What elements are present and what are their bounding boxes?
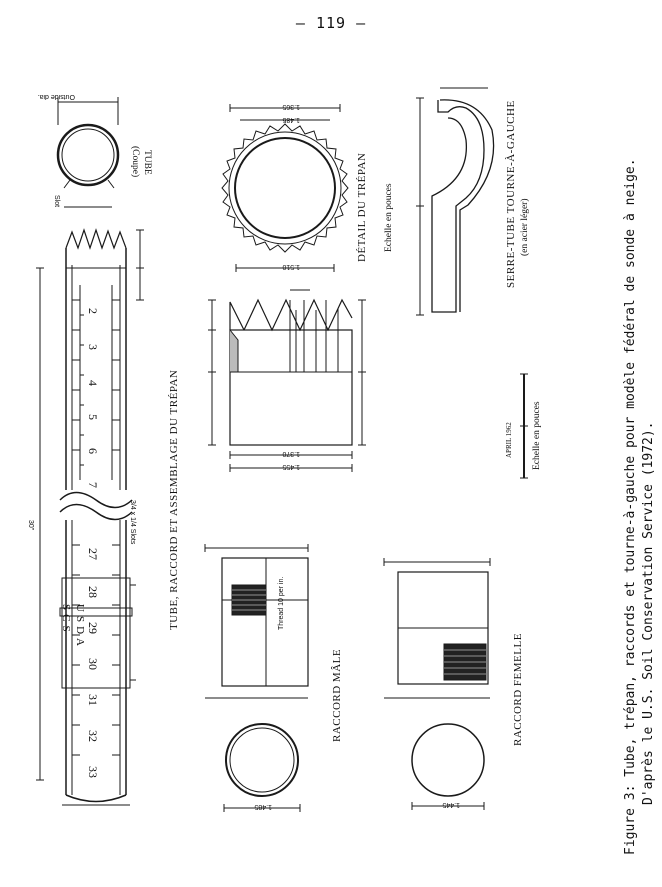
stamp-usda: USDA bbox=[74, 604, 86, 650]
trepan-title: DÉTAIL DU TRÉPAN bbox=[356, 152, 368, 262]
tube-title: TUBE bbox=[142, 150, 152, 175]
wrench-title: SERRE-TUBE TOURNE-À-GAUCHE bbox=[505, 100, 517, 288]
raccord-male-label: RACCORD MÂLE bbox=[331, 648, 343, 742]
dim-label: Thread 10 per in. bbox=[278, 576, 285, 630]
dim-label: 3/4 x 1/4 Slots bbox=[129, 500, 136, 545]
trepan-side-view bbox=[208, 289, 366, 472]
dim-label: 1.365 bbox=[282, 103, 300, 110]
trepan-detail-circle bbox=[221, 104, 349, 272]
scale-bar-right bbox=[520, 373, 528, 479]
tube-number: 5 bbox=[86, 414, 100, 420]
dim-label: Slot bbox=[53, 195, 60, 208]
dim-label: Outside dia. bbox=[37, 93, 75, 100]
trepan-scale-label: Echelle en pouces bbox=[384, 183, 394, 252]
raccord-femelle-label: RACCORD FEMELLE bbox=[512, 633, 524, 746]
tube-number: 3 bbox=[86, 344, 100, 350]
raccord-femelle-drawing bbox=[383, 558, 491, 810]
dim-label: 1.455 bbox=[282, 463, 300, 470]
dim-label: 1.485 bbox=[254, 803, 272, 810]
tube-subtitle: (Coupe) bbox=[130, 146, 140, 178]
tube-number: 7 bbox=[86, 482, 100, 488]
tube-number: 2 bbox=[86, 308, 100, 314]
dim-label: 1.485 bbox=[282, 116, 300, 123]
wrench-subtitle: (en acier léger) bbox=[520, 198, 530, 256]
tube-number: 6 bbox=[86, 448, 100, 454]
tube-number: 33 bbox=[86, 766, 100, 778]
tube-number: 28 bbox=[86, 586, 100, 598]
tube-number: 32 bbox=[86, 730, 100, 742]
tube-number: 27 bbox=[86, 548, 100, 560]
stamp-scs: SCS bbox=[60, 604, 72, 636]
assembly-title: TUBE, RACCORD ET ASSEMBLAGE DU TRÉPAN bbox=[168, 369, 180, 630]
dim-label: 30" bbox=[27, 520, 34, 531]
tube-number: 31 bbox=[86, 694, 100, 706]
raccord-male-drawing bbox=[204, 544, 309, 812]
dim-label: 1.445 bbox=[442, 801, 460, 808]
tube-cross-section bbox=[56, 97, 120, 208]
wrench-drawing bbox=[416, 87, 495, 316]
assembly-tube bbox=[36, 228, 144, 806]
figure-caption-line2: D'après le U.S. Soil Conservation Servic… bbox=[641, 421, 656, 805]
date-stamp: APRIL 1962 bbox=[505, 422, 513, 458]
scale-label: Echelle en pouces bbox=[532, 401, 542, 470]
figure-caption-line1: Figure 3: Tube, trépan, raccords et tour… bbox=[623, 158, 638, 855]
page-number: – 119 – bbox=[295, 14, 367, 32]
tube-number: 30 bbox=[86, 658, 100, 670]
dim-label: 1.370 bbox=[282, 450, 300, 457]
tube-number: 29 bbox=[86, 622, 100, 634]
tube-number: 4 bbox=[86, 380, 100, 386]
dim-label: 1.510 bbox=[282, 263, 300, 270]
